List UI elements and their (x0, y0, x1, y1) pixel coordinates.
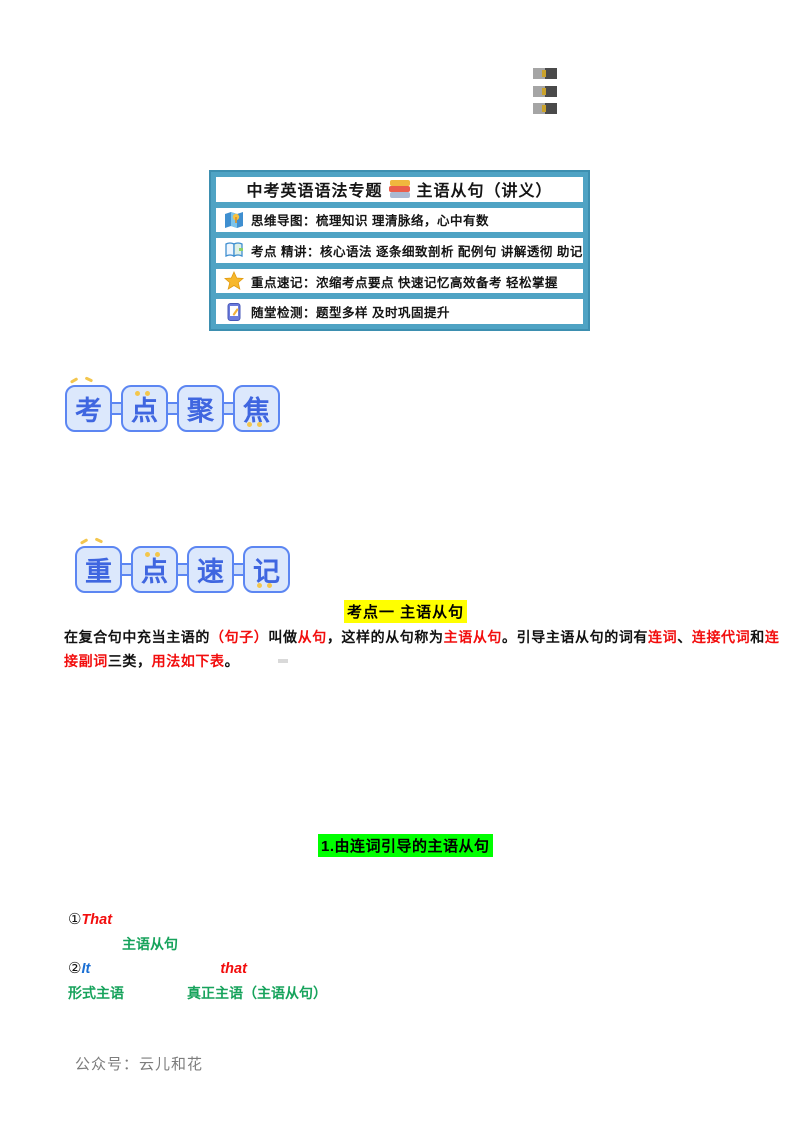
sparkle-decoration (79, 538, 89, 545)
sparkle-decoration (155, 552, 160, 557)
example-2-annotation-line: 形式主语 真正主语（主语从句） (68, 983, 327, 1003)
info-box-row-text: 随堂检测：题型多样 及时巩固提升 (251, 306, 450, 321)
definition-segment: 叫做 (268, 629, 298, 645)
sparkle-decoration (145, 552, 150, 557)
sparkle-decoration (145, 391, 150, 396)
definition-segment: 。引导主语从句的词有 (502, 629, 649, 645)
corner-badge-tick (542, 88, 546, 95)
annotation-real-subject: 真正主语（主语从句） (187, 985, 327, 1001)
corner-badge (533, 86, 557, 97)
corner-badge-left (533, 86, 545, 97)
corner-badge-tick (542, 105, 546, 112)
definition-segment: 连词 (648, 629, 678, 645)
badge-tile: 点 (121, 385, 168, 432)
badge-tile: 重 (75, 537, 122, 593)
badge-tile: 聚 (177, 385, 224, 432)
info-box-row-text: 重点速记：浓缩考点要点 快速记忆高效备考 轻松掌握 (251, 275, 558, 290)
definition-segment: 在复合句中充当主语的 (64, 629, 210, 645)
badge-char: 重 (85, 557, 112, 587)
info-box-title-right: 主语从句（讲义） (416, 183, 553, 201)
corner-badge-left (533, 103, 545, 114)
example-2-number: ② (68, 960, 82, 977)
corner-badge (533, 103, 557, 114)
corner-badge-left (533, 68, 545, 79)
tablet-pencil-icon (224, 302, 244, 322)
definition-segment: 接副词 (64, 653, 108, 669)
info-box-title-row: 中考英语语法专题 主语从句（讲义） (215, 176, 584, 203)
footer-wechat-account: 公众号：云儿和花 (75, 1056, 204, 1073)
badge-tile: 考 (65, 376, 112, 432)
info-box: 中考英语语法专题 主语从句（讲义） 思维导图：梳理知识 理清脉络，心中有数 考点… (209, 170, 590, 331)
heading-kaodian-yi: 考点一 主语从句 (344, 600, 468, 623)
badge-char: 聚 (187, 396, 214, 426)
corner-badge-right (545, 86, 557, 97)
definition-segment: 用法如下表 (151, 653, 225, 669)
info-box-row: 思维导图：梳理知识 理清脉络，心中有数 (215, 206, 584, 234)
annotation-subject-clause: 主语从句 (122, 936, 178, 952)
badge-tile: 速 (187, 546, 234, 593)
definition-line-2: 接副词三类，用法如下表。 (64, 651, 239, 671)
corner-badge-tick (542, 70, 546, 77)
small-dash-mark (278, 659, 288, 663)
info-box-row-text: 思维导图：梳理知识 理清脉络，心中有数 (251, 214, 489, 229)
badge-tile: 记 (243, 546, 290, 593)
annotation-formal-subject: 形式主语 (68, 985, 124, 1001)
definition-segment: 、 (677, 629, 692, 645)
corner-badge (533, 68, 557, 79)
definition-line-1: 在复合句中充当主语的（句子）叫做从句，这样的从句称为主语从句。引导主语从句的词有… (64, 627, 779, 647)
badge-tile: 点 (131, 546, 178, 593)
badge-char: 焦 (243, 396, 270, 426)
sparkle-decoration (257, 583, 262, 588)
info-box-row-text: 考点 精讲：核心语法 逐条细致剖析 配例句 讲解透彻 助记 (251, 244, 583, 259)
section-badge-kaodian-jujiao: 考 点 聚 焦 (65, 376, 280, 432)
sparkle-decoration (69, 377, 79, 384)
definition-segment: 和 (750, 629, 765, 645)
example-1-number: ① (68, 911, 82, 928)
sparkle-decoration (267, 583, 272, 588)
badge-tile: 焦 (233, 385, 280, 432)
info-box-row: 随堂检测：题型多样 及时巩固提升 (215, 298, 584, 325)
badge-char: 点 (131, 396, 158, 426)
badge-char: 点 (141, 557, 168, 587)
example-1-line: ①That (68, 910, 112, 928)
definition-segment: 从句 (297, 629, 327, 645)
badge-char: 速 (197, 557, 224, 587)
definition-segment: 连接代词 (691, 629, 751, 645)
section-badge-zhongdian-suji: 重 点 速 记 (75, 537, 290, 593)
example-2-line: ②It that (68, 959, 247, 977)
definition-segment: 三类， (107, 653, 152, 669)
example-2-keyword-that: that (220, 961, 247, 977)
corner-badge-right (545, 103, 557, 114)
map-icon (224, 210, 244, 230)
info-box-row: 重点速记：浓缩考点要点 快速记忆高效备考 轻松掌握 (215, 267, 584, 295)
sparkle-decoration (84, 376, 94, 383)
badge-char: 记 (253, 557, 280, 587)
info-box-title-left: 中考英语语法专题 (246, 183, 383, 201)
sparkle-decoration (257, 422, 262, 427)
definition-segment: ，这样的从句称为 (326, 629, 444, 645)
example-1-keyword-that: That (81, 912, 113, 928)
definition-segment: 连 (764, 629, 780, 645)
sparkle-decoration (247, 422, 252, 427)
example-1-annotation-line: 主语从句 (122, 934, 178, 954)
info-box-row: 考点 精讲：核心语法 逐条细致剖析 配例句 讲解透彻 助记 (215, 237, 584, 264)
star-icon (224, 271, 244, 291)
definition-segment: 主语从句 (443, 629, 503, 645)
badge-char: 考 (75, 396, 102, 426)
heading-conjunction-subject-clause: 1.由连词引导的主语从句 (318, 834, 493, 857)
sparkle-decoration (135, 391, 140, 396)
books-stack-icon (388, 178, 411, 200)
example-2-pronoun-it: It (81, 961, 91, 977)
definition-segment: 。 (224, 653, 240, 669)
sparkle-decoration (94, 537, 104, 544)
corner-badge-right (545, 68, 557, 79)
definition-segment: （句子） (210, 629, 269, 645)
open-book-icon (224, 240, 244, 260)
